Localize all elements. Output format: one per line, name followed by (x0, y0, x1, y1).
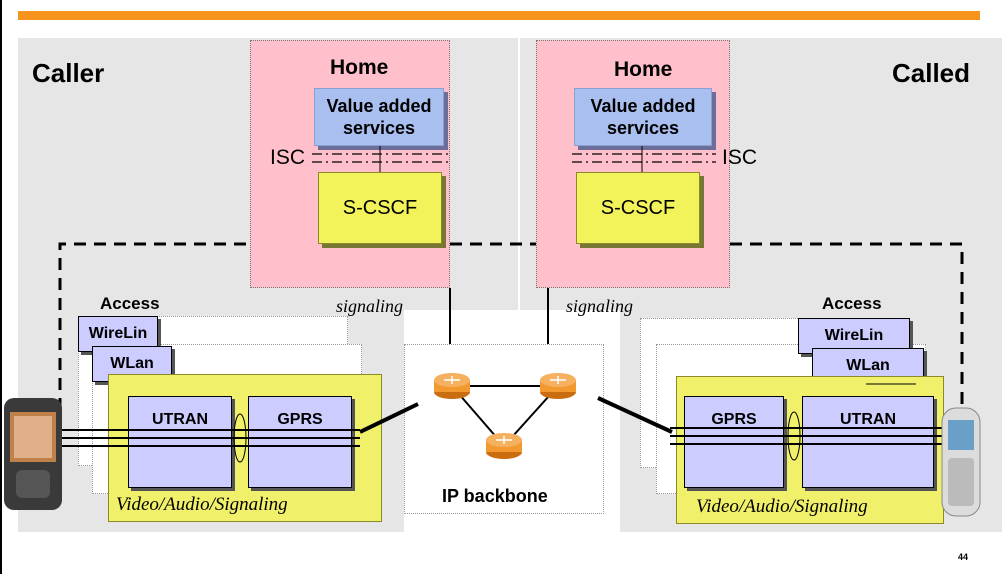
called-home-title: Home (614, 58, 673, 81)
caller-signaling-label: signaling (336, 296, 404, 316)
page-number: 44 (958, 552, 969, 562)
called-footer-label: Video/Audio/Signaling (696, 496, 868, 517)
called-services-label: Value added services (590, 96, 696, 138)
called-utran-box: UTRAN (802, 396, 934, 488)
top-accent-bar (18, 11, 980, 20)
caller-services-box: Value added services (314, 88, 444, 146)
caller-gprs-box: GPRS (248, 396, 352, 488)
caller-services-label: Value added services (326, 96, 432, 138)
caller-utran-label: UTRAN (152, 411, 208, 428)
called-wireline-label: WireLin (824, 327, 884, 344)
backbone-label: IP backbone (442, 486, 548, 506)
caller-isc-label: ISC (270, 146, 306, 169)
called-title: Called (892, 58, 971, 88)
caller-home-title: Home (330, 56, 389, 79)
called-utran-label: UTRAN (840, 411, 896, 428)
caller-scscf-label: S-CSCF (342, 196, 418, 219)
caller-gprs-label: GPRS (277, 411, 323, 428)
caller-scscf-box: S-CSCF (318, 172, 442, 244)
caller-access-title: Access (100, 294, 160, 313)
called-scscf-box: S-CSCF (576, 172, 700, 244)
called-services-box: Value added services (574, 88, 712, 146)
called-gprs-label: GPRS (711, 411, 757, 428)
caller-wireline-label: WireLin (88, 325, 148, 342)
caller-footer-label: Video/Audio/Signaling (116, 494, 288, 515)
called-wlan-label: WLan (846, 357, 890, 374)
called-scscf-label: S-CSCF (600, 196, 676, 219)
called-signaling-label: signaling (566, 296, 634, 316)
caller-title: Caller (32, 58, 105, 88)
caller-wlan-label: WLan (110, 355, 154, 372)
called-access-title: Access (822, 294, 882, 313)
caller-utran-box: UTRAN (128, 396, 232, 488)
called-isc-label: ISC (722, 146, 758, 169)
called-gprs-box: GPRS (684, 396, 784, 488)
